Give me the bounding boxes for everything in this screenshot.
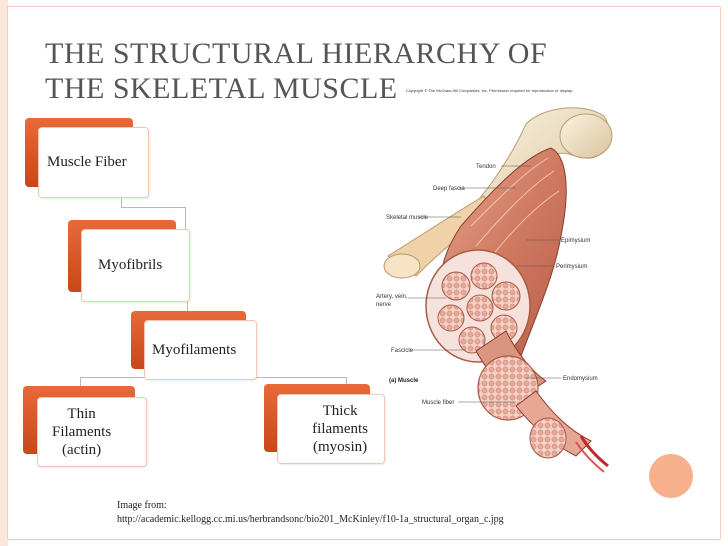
label-endomysium: Endomysium [563,376,598,382]
image-source-caption: Image from: http://academic.kellogg.cc.m… [117,499,527,527]
label-artery-line-2: nerve [376,302,392,308]
connector-fiber-h [121,207,186,208]
thin-filaments-box: Thin Filaments (actin) [37,397,147,467]
title-line-1: THE STRUCTURAL HIERARCHY OF [45,37,548,70]
figure-copyright: Copyright © The McGraw-Hill Companies, I… [406,88,573,93]
nerve-fiber-red [579,435,609,468]
thin-filaments-text: Thin Filaments (actin) [52,405,111,459]
fascicle-2 [470,262,498,290]
slide-title: THE STRUCTURAL HIERARCHY OF THE SKELETAL… [45,36,547,106]
label-artery-line-1: Artery, vein, [376,294,408,300]
muscle-anatomy-figure: Copyright © The McGraw-Hill Companies, I… [376,86,616,476]
thick-filaments-box: Thick filaments (myosin) [277,394,385,464]
caption-url: http://academic.kellogg.cc.mi.us/herbran… [117,514,504,525]
myofilaments-box: Myofilaments [144,320,257,380]
thin-filaments-line-2: Filaments [52,424,112,440]
thick-filaments-line-3: (myosin) [313,439,368,455]
fascicle-7 [458,326,486,354]
connector-myofibrils-down [187,302,188,312]
decorative-circle [649,454,693,498]
myofibrils-box: Myofibrils [81,229,190,302]
label-muscle-fiber: Muscle fiber [422,400,454,406]
muscle-fiber-end [529,417,567,459]
connector-branch-thin [80,377,81,387]
label-fascicle: Fascicle [391,348,414,354]
label-perimysium: Perimysium [556,264,587,270]
thick-filaments-line-2: filaments [312,421,368,437]
label-skeletal-muscle: Skeletal muscle [386,215,429,221]
connector-fiber-down [121,197,122,207]
thick-filaments-line-1: Thick [322,403,358,419]
label-deep-fascia: Deep fascia [433,186,465,192]
myofilaments-label: Myofilaments [152,341,237,358]
fascicle-1 [441,271,471,301]
muscle-striation-2 [475,170,555,247]
label-panel-a-muscle: (a) Muscle [389,378,419,384]
label-tendon: Tendon [476,164,496,170]
fascicle-3 [491,281,521,311]
title-line-2: THE SKELETAL MUSCLE [45,72,398,105]
slide-frame [7,6,721,540]
nerve-fiber-red-2 [575,441,605,473]
fascicle-4 [437,304,465,332]
label-epimysium: Epimysium [561,238,590,244]
thick-filaments-text: Thick filaments (myosin) [312,402,368,456]
muscle-fiber-box: Muscle Fiber [38,127,149,198]
muscle-anatomy-illustration: Copyright © The McGraw-Hill Companies, I… [376,88,613,473]
fascicle-5 [466,294,494,322]
caption-line-1: Image from: [117,500,167,511]
bone-end [559,113,613,159]
muscle-striation-1 [470,157,549,227]
thin-filaments-line-3: (actin) [62,442,102,458]
left-accent-strip [0,0,8,546]
connector-branch-thick [346,377,347,385]
myofibrils-label: Myofibrils [98,257,163,273]
muscle-fiber-label: Muscle Fiber [47,154,127,170]
connector-fiber-to-myofibrils [185,207,186,229]
secondary-muscle-end [383,253,421,279]
thin-filaments-line-1: Thin [67,406,96,422]
